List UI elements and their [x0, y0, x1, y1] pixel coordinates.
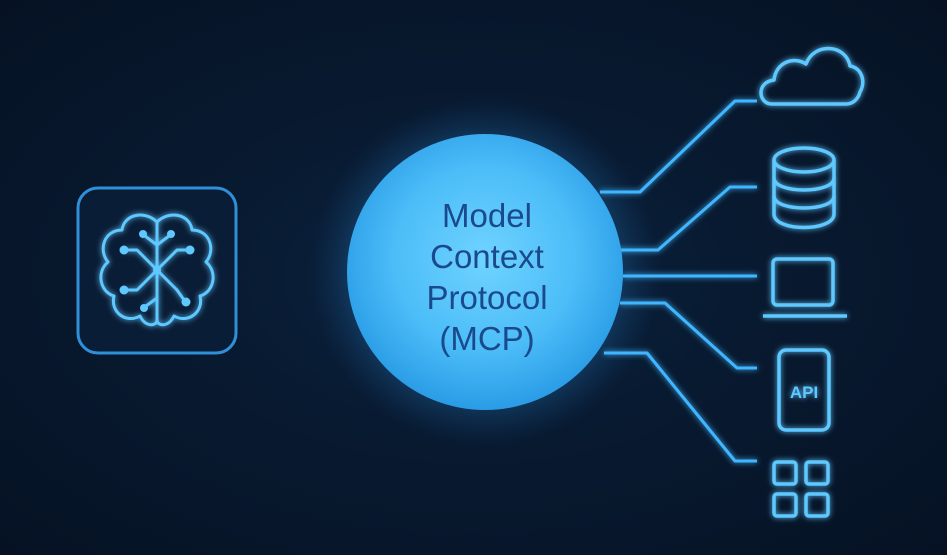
database-connector: [615, 185, 757, 252]
hub-title-line-4: (MCP): [439, 320, 535, 357]
mcp-hub: [347, 134, 623, 410]
api-label: API: [790, 383, 818, 402]
cloud-icon: [759, 46, 865, 106]
app-grid-icon: [772, 460, 830, 518]
hub-title-line-2: Context: [430, 238, 544, 275]
hub-title-line-1: Model: [442, 197, 532, 234]
laptop-icon: [763, 257, 847, 318]
hub-title: Model Context Protocol (MCP): [372, 195, 602, 359]
api-connector: [620, 301, 757, 370]
apps-connector: [604, 351, 757, 463]
api-document-icon: API: [777, 348, 831, 432]
brain-circuit-nodes: [119, 230, 195, 312]
hub-title-line-3: Protocol: [426, 279, 548, 316]
cloud-connector: [600, 99, 757, 194]
brain-circuit-icon: [99, 213, 215, 327]
database-icon: [772, 146, 836, 230]
